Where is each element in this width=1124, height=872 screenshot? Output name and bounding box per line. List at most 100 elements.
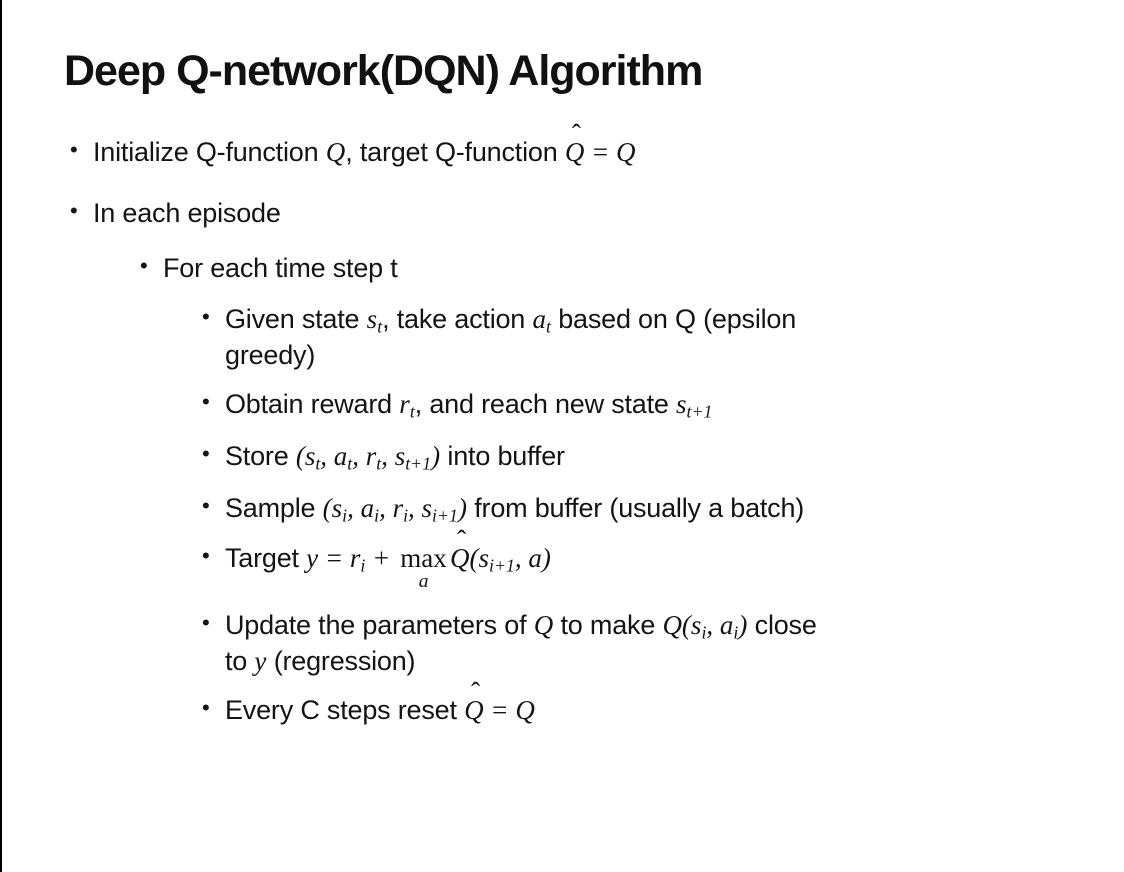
math-subscript: i: [342, 505, 348, 526]
bullet-item-sample-buffer: • Sample (si, ai, ri, si+1) from buffer …: [202, 491, 1124, 527]
text-segment: (regression): [266, 646, 416, 677]
math-subscript: i: [360, 555, 366, 576]
math-var: s: [676, 388, 687, 419]
math-subscript: i: [733, 622, 739, 643]
math-subscript: i: [701, 622, 707, 643]
math-var: , a: [347, 493, 375, 524]
text-segment: , take action: [382, 303, 533, 334]
math-var: , r: [352, 440, 377, 471]
bullet-text: Sample (si, ai, ri, si+1) from buffer (u…: [225, 491, 1124, 527]
math-subscript: t: [376, 453, 382, 474]
bullet-icon: •: [70, 137, 78, 163]
math-subscript: i+1: [432, 505, 458, 526]
bullet-item-episode: • In each episode: [70, 196, 1124, 231]
bullet-item-store-buffer: • Store (st, at, rt, st+1) into buffer: [202, 439, 1124, 475]
math-var: y: [254, 646, 267, 677]
text-segment: greedy): [225, 340, 316, 371]
math-var: , a): [514, 543, 551, 574]
text-segment: Initialize Q-function: [93, 137, 326, 168]
bullet-text: Given state st, take action at based on …: [225, 302, 1124, 373]
text-segment: For each time step t: [163, 253, 398, 284]
math-subscript: t: [409, 401, 415, 422]
math-var: , s: [408, 493, 433, 524]
bullet-item-timestep: • For each time step t: [140, 251, 1124, 286]
slide-title: Deep Q-network(DQN) Algorithm: [64, 47, 703, 95]
math-var: Q: [325, 137, 346, 168]
max-subscript: a: [418, 571, 429, 593]
bullet-list: • Initialize Q-function Q, target Q-func…: [2, 119, 1124, 728]
bullet-icon: •: [202, 440, 210, 466]
bullet-item-given-state: • Given state st, take action at based o…: [202, 302, 1124, 373]
math-var: ): [457, 493, 467, 524]
text-segment: into buffer: [440, 440, 565, 471]
bullet-icon: •: [202, 303, 210, 329]
text-segment: Target: [225, 543, 307, 574]
bullet-icon: •: [202, 493, 210, 519]
math-var: , r: [379, 493, 404, 524]
text-segment: close: [747, 609, 817, 640]
math-subscript: t: [545, 316, 551, 337]
text-segment: to make: [553, 609, 663, 640]
math-var: (s: [469, 543, 490, 574]
math-var: ): [738, 609, 748, 640]
math-var: y = r: [306, 543, 361, 574]
math-subscript: t+1: [686, 401, 713, 422]
math-var: , a: [320, 440, 348, 471]
bullet-item-update-parameters: • Update the parameters of Q to make Q(s…: [202, 608, 1124, 679]
bullet-item-initialize: • Initialize Q-function Q, target Q-func…: [70, 119, 1124, 170]
bullet-text: Store (st, at, rt, st+1) into buffer: [225, 439, 1124, 475]
math-var: a: [532, 303, 546, 334]
math-subscript: i+1: [489, 555, 515, 576]
hat-accent: ˆ: [457, 525, 467, 556]
text-segment: from buffer (usually a batch): [466, 493, 805, 524]
text-segment: Given state: [225, 303, 367, 334]
math-var: = Q: [483, 694, 535, 725]
math-var: , a: [706, 609, 734, 640]
math-var: , s: [381, 440, 406, 471]
math-subscript: t+1: [405, 453, 432, 474]
math-var: Q(s: [662, 609, 702, 640]
bullet-icon: •: [202, 388, 210, 414]
bullet-text: Obtain reward rt, and reach new state st…: [225, 387, 1124, 423]
text-segment: to: [225, 646, 255, 677]
text-segment: based on Q (epsilon: [550, 303, 797, 334]
text-segment: In each episode: [93, 197, 281, 228]
hat-accent: ˆ: [471, 676, 481, 707]
math-var: s: [366, 303, 378, 334]
bullet-text: Update the parameters of Q to make Q(si,…: [225, 608, 1124, 679]
math-var: (s: [295, 440, 316, 471]
bullet-text: In each episode: [93, 196, 1124, 231]
text-segment: Store: [225, 440, 296, 471]
math-subscript: t: [315, 453, 321, 474]
bullet-icon: •: [202, 543, 210, 569]
bullet-icon: •: [140, 253, 148, 279]
math-subscript: t: [347, 453, 353, 474]
text-segment: Sample: [225, 493, 323, 524]
math-subscript: i: [403, 505, 409, 526]
text-segment: Obtain reward: [225, 388, 400, 419]
bullet-item-obtain-reward: • Obtain reward rt, and reach new state …: [202, 387, 1124, 423]
math-subscript: t: [377, 316, 383, 337]
math-var: Q: [533, 609, 554, 640]
text-segment: , target Q-function: [345, 137, 565, 168]
text-segment: , and reach new state: [414, 388, 677, 419]
bullet-icon: •: [70, 197, 78, 223]
hat-accent: ˆ: [571, 119, 581, 150]
bullet-icon: •: [202, 694, 210, 720]
bullet-text: Initialize Q-function Q, target Q-functi…: [93, 119, 1124, 170]
text-segment: Every C steps reset: [225, 694, 465, 725]
text-segment: Update the parameters of: [225, 609, 534, 640]
math-var: r: [399, 388, 410, 419]
math-var: +: [365, 543, 398, 574]
math-var: (s: [322, 493, 343, 524]
math-subscript: i: [374, 505, 380, 526]
bullet-icon: •: [202, 609, 210, 635]
